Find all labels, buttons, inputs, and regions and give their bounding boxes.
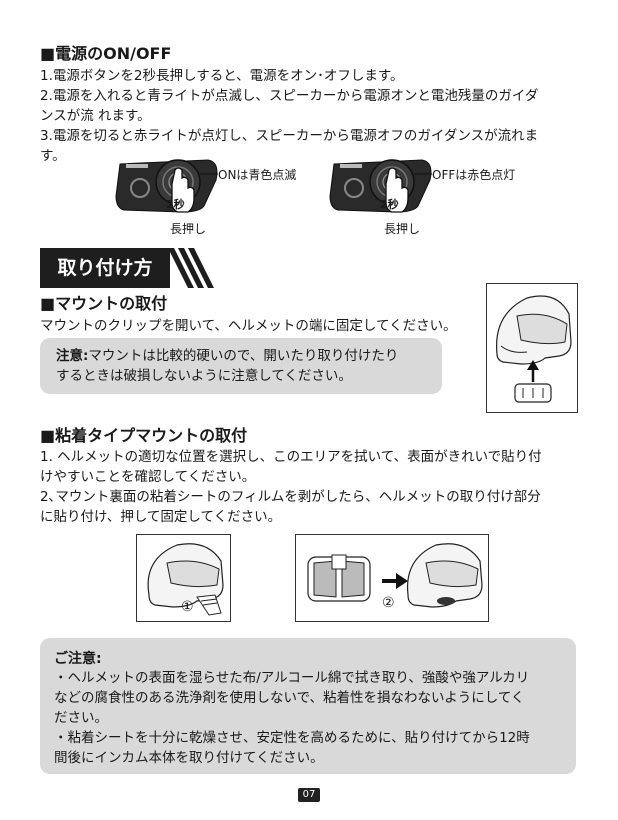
power-section-title: ■電源のON/OFF [40,44,172,63]
step1-helmet-image: ① [136,534,231,622]
caution-box: ご注意: ・ヘルメットの表面を湿らせた布/アルコール綿で拭き取り、強酸や強アルカ… [40,638,576,774]
step-2-marker: ② [382,595,395,611]
long-press-label-on: 長押し [170,222,207,236]
adhesive-title: ■粘着タイプマウントの取付 [40,426,248,445]
two-second-badge-on: 2秒 [166,198,185,211]
adhesive-line-3: 2､マウント裏面の粘着シートのフィルムを剥がしたら、ヘルメットの取り付け部分 [40,489,541,505]
mount-title: ■マウントの取付 [40,294,168,313]
mount-text: マウントのクリップを開いて、ヘルメットの端に固定してください。 [40,318,457,334]
long-press-label-off: 長押し [384,222,421,236]
device-off-illustration [329,159,432,213]
power-line-1: 1.電源ボタンを2秒長押しすると、電源をオン･オフします。 [40,68,404,84]
caution-line-3: ださい。 [54,710,108,726]
power-line-2a: 2.電源を入れると青ライトが点滅し、スピーカーから電源オンと電池残量のガイダ [40,88,539,104]
caution-line-1: ・ヘルメットの表面を湿らせた布/アルコール綿で拭き取り、強酸や強アルカリ [54,670,530,686]
power-line-3a: 3.電源を切ると赤ライトが点灯し、スピーカーから電源オフのガイダンスが流れま [40,128,539,144]
caution-title: ご注意: [54,651,102,667]
caution-line-2: などの腐食性のある洗浄剤を使用しないで、粘着性を損なわないようにしてく [54,690,525,706]
helmet-mount-image [486,283,578,413]
note-label: 注意: [56,348,89,364]
note-line-2: するときは破損しないように注意してください。 [56,368,352,384]
install-banner: 取り付け方 [40,248,170,288]
banner-stripes [168,248,214,288]
caution-line-4: ・粘着シートを十分に乾燥させ、安定性を高めるために、貼り付けてから12時 [54,730,530,746]
note-line-1: マウントは比較的硬いので、開いたり取り付けたり [88,348,399,364]
step2-mount-image: ② [295,534,489,622]
page-number: 07 [298,788,320,802]
caution-line-5: 間後にインカム本体を取り付けてください。 [54,750,324,766]
power-line-2b: ンスが流 れます。 [40,108,151,124]
power-line-3b: す。 [40,148,66,164]
on-blue-blink-label: ONは青色点滅 [218,168,297,182]
adhesive-line-4: に貼り付け、押して固定してください。 [40,509,282,525]
step-1-marker: ① [181,599,194,615]
off-red-light-label: OFFは赤色点灯 [432,168,516,182]
two-second-badge-off: 2秒 [380,198,399,211]
device-on-illustration [115,159,218,213]
adhesive-line-1: 1. ヘルメットの適切な位置を選択し、このエリアを拭いて、表面がきれいで貼り付 [40,449,542,465]
adhesive-line-2: けやすいことを確認してください。 [40,469,256,485]
mount-note-box: 注意:マウントは比較的硬いので、開いたり取り付けたり するときは破損しないように… [40,338,442,394]
